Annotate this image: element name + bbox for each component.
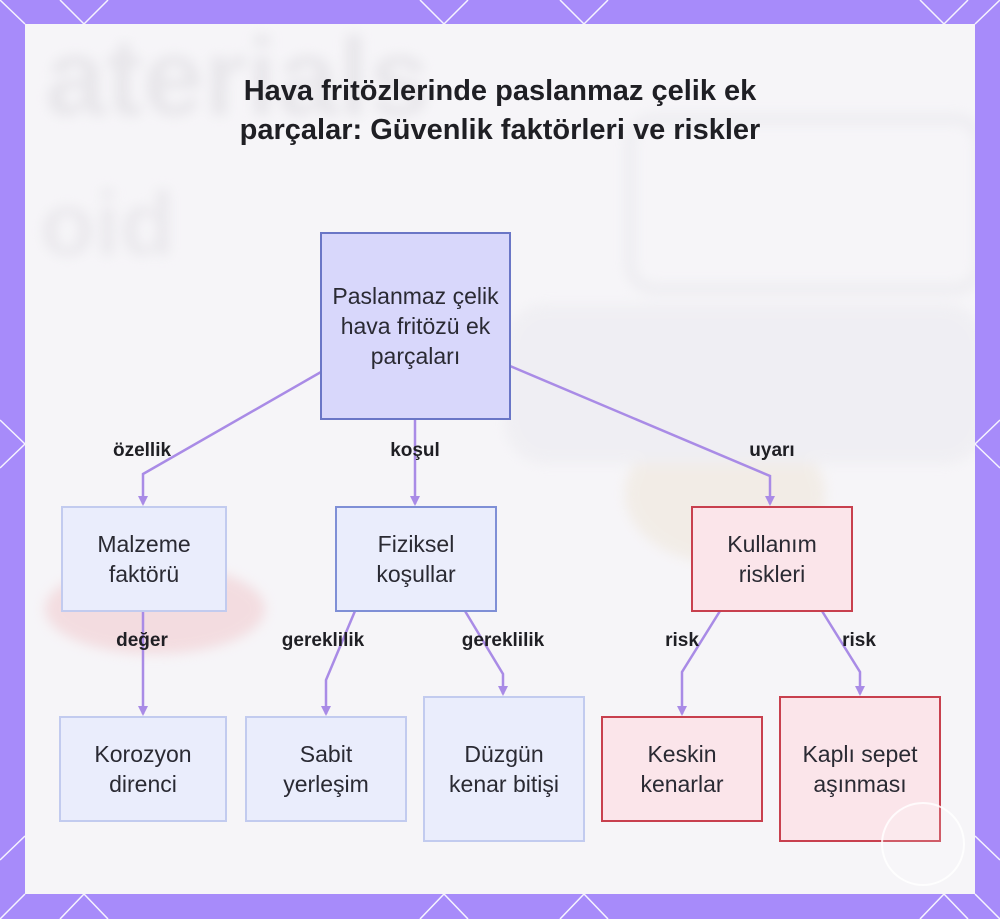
edge-physical-edge bbox=[463, 610, 508, 696]
edges bbox=[138, 364, 865, 716]
edge-label-warning: uyarı bbox=[749, 440, 795, 461]
edge-label-req1: gereklilik bbox=[281, 630, 365, 651]
node-corrosion: Korozyon direnci bbox=[59, 716, 227, 822]
node-physical: Fiziksel koşullar bbox=[335, 506, 497, 612]
node-sharp: Keskin kenarlar bbox=[601, 716, 763, 822]
logo-badge-icon bbox=[881, 802, 965, 886]
edge-label-risk2: risk bbox=[842, 630, 876, 651]
node-material: Malzeme faktörü bbox=[61, 506, 227, 612]
node-root: Paslanmaz çelik hava fritözü ek parçalar… bbox=[320, 232, 511, 420]
edge-label-risk1: risk bbox=[665, 630, 699, 651]
edge-usage-coated bbox=[820, 610, 865, 696]
node-usage: Kullanım riskleri bbox=[691, 506, 853, 612]
edge-root-usage bbox=[509, 364, 775, 506]
node-edge-finish: Düzgün kenar bitişi bbox=[423, 696, 585, 842]
node-fixed: Sabit yerleşim bbox=[245, 716, 407, 822]
edge-label-value: değer bbox=[116, 630, 168, 651]
edge-physical-fixed bbox=[321, 610, 357, 716]
edge-root-material bbox=[138, 370, 322, 506]
edge-usage-sharp bbox=[677, 610, 722, 716]
diagram-canvas: aterials oid Hava fritözlerinde paslanma… bbox=[25, 24, 975, 894]
edge-label-req2: gereklilik bbox=[461, 630, 545, 651]
diagram-title: Hava fritözlerinde paslanmaz çelik ek pa… bbox=[239, 75, 761, 146]
edge-label-condition: koşul bbox=[390, 440, 440, 461]
edge-label-feature: özellik bbox=[112, 440, 172, 461]
